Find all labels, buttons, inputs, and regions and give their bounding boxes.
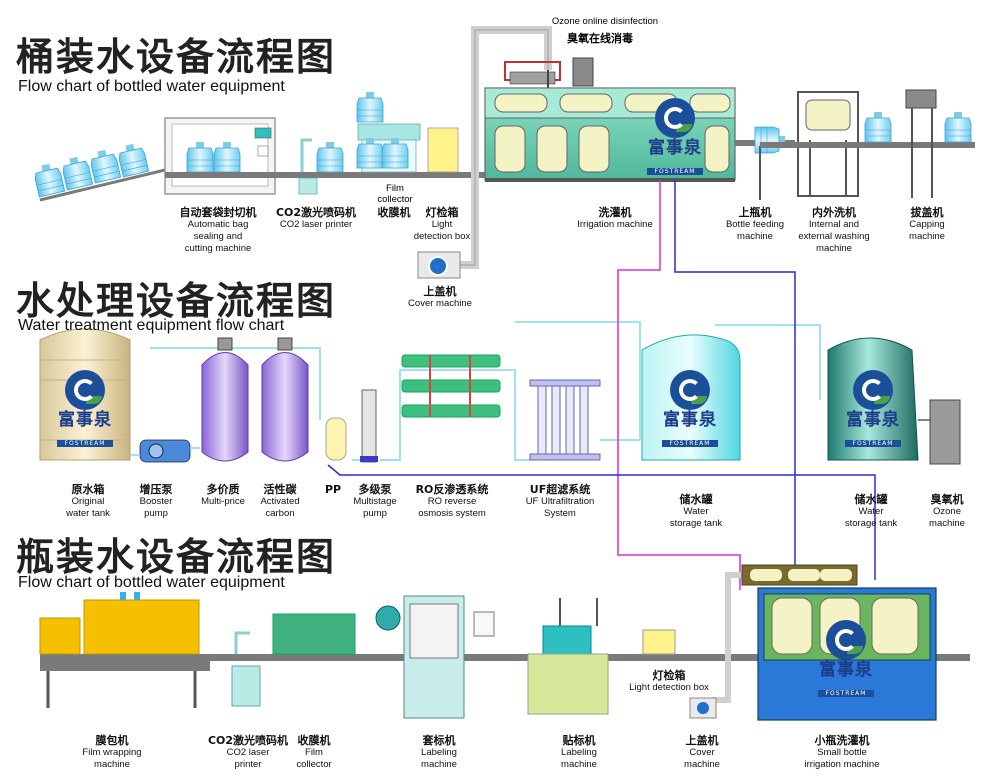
section-title-water-en: Water treatment equipment flow chart <box>18 317 285 334</box>
conveyor-barrel-1 <box>165 172 485 178</box>
brand-mark-icon <box>655 98 695 138</box>
label-multistage-pump: 多级泵 Multistage pump <box>353 483 397 520</box>
brand-mark-icon <box>670 370 710 410</box>
label-storage-tank-2: 储水罐 Water storage tank <box>844 493 898 530</box>
label-bottle-feeding: 上瓶机 Bottle feeding machine <box>725 206 785 243</box>
brand-mark-icon <box>65 370 105 410</box>
label-storage-tank-1: 储水罐 Water storage tank <box>669 493 723 530</box>
brand-name: 富事泉 <box>648 138 702 158</box>
label-sleeve-labeling: 套标机 Labeling machine <box>421 734 457 771</box>
label-film-collector: 收膜机 <box>377 206 411 219</box>
section-title-barrel-cn: 桶装水设备流程图 <box>16 35 337 79</box>
brand-name: 富事泉 <box>846 410 900 430</box>
brand-logo-storage-2: 富事泉 FOSTREAM <box>833 370 913 449</box>
ozone-disinfection-device <box>504 57 594 90</box>
irrigation-machine <box>484 87 736 182</box>
capping-machine <box>905 89 937 198</box>
label-activated-carbon: 活性碳 Activated carbon <box>260 483 300 520</box>
label-raw-water-tank: 原水箱 Original water tank <box>66 483 110 520</box>
brand-logo-storage-1: 富事泉 FOSTREAM <box>650 370 730 449</box>
section-title-barrel-en: Flow chart of bottled water equipment <box>18 78 285 95</box>
label-ozone-machine: 臭氧机 Ozone machine <box>929 493 965 530</box>
film-wrapping-machine <box>39 592 210 708</box>
label-co2-laser: CO2激光喷码机 CO2 laser printer <box>275 206 357 231</box>
label-ozone-online-en: Ozone online disinfection <box>551 16 659 27</box>
brand-logo-small-irrigation: 富事泉 FOSTREAM <box>806 620 886 699</box>
label-film-collector-top: Film collector <box>377 183 413 205</box>
multistage-pump <box>360 389 378 463</box>
ro-membranes <box>401 354 501 418</box>
section-title-bottle-cn: 瓶装水设备流程图 <box>16 535 337 579</box>
co2-laser-printer-station <box>298 138 318 195</box>
brand-sub: FOSTREAM <box>646 168 704 175</box>
labeling-machine <box>527 598 609 715</box>
incoming-bottles <box>32 141 166 202</box>
conveyor-barrel-2 <box>760 142 975 148</box>
pp-filter <box>325 417 347 461</box>
label-capping-machine: 拔盖机 Capping machine <box>909 206 945 243</box>
section-title-water-cn: 水处理设备流程图 <box>16 279 337 323</box>
brand-name: 富事泉 <box>58 410 112 430</box>
label-light-box: 灯检箱 Light detection box <box>413 206 471 243</box>
film-collector-bottle <box>272 613 356 655</box>
label-pp-filter: PP <box>324 483 342 496</box>
sleeve-labeling-machine <box>375 595 495 719</box>
brand-mark-icon <box>826 620 866 660</box>
brand-mark-icon <box>853 370 893 410</box>
process-lines <box>327 180 876 590</box>
brand-sub: FOSTREAM <box>817 690 875 697</box>
label-film-collector-bottle: 收膜机 Film collector <box>296 734 332 771</box>
label-film-wrapping: 膜包机 Film wrapping machine <box>82 734 142 771</box>
brand-logo-irrigation: 富事泉 FOSTREAM <box>635 98 715 177</box>
light-detection-box-bottle <box>642 629 676 655</box>
cover-machine-bottle <box>689 572 748 719</box>
label-cover-machine-bottle: 上盖机 Cover machine <box>684 734 720 771</box>
label-booster-pump: 增压泵 Booster pump <box>139 483 173 520</box>
label-multi-media: 多价质 Multi-price <box>201 483 245 508</box>
label-ozone-online-cn: 臭氧在线消毒 <box>567 32 633 45</box>
label-labeling-machine: 贴标机 Labeling machine <box>561 734 597 771</box>
label-uf-system: UF超滤系统 UF Ultrafiltration System <box>525 483 595 520</box>
label-small-bottle-irrigation: 小瓶洗灌机 Small bottle irrigation machine <box>804 734 880 771</box>
label-washing-machine: 内外洗机 Internal and external washing machi… <box>798 206 870 255</box>
ozone-machine <box>918 399 961 465</box>
co2-laser-station-bottle <box>231 631 261 707</box>
light-detection-box <box>427 127 459 173</box>
conveyor-bottle <box>40 654 970 661</box>
label-bag-sealer: 自动套袋封切机 Automatic bag sealing and cuttin… <box>179 206 257 255</box>
label-light-box-bottle: 灯检箱 Light detection box <box>629 669 709 694</box>
section-title-bottle-en: Flow chart of bottled water equipment <box>18 574 285 591</box>
label-irrigation-machine: 洗灌机 Irrigation machine <box>577 206 653 231</box>
label-ro-system: RO反渗透系统 RO reverse osmosis system <box>415 483 489 520</box>
activated-carbon-filter <box>261 337 309 462</box>
film-collector-station <box>316 91 421 173</box>
label-co2-laser-bottle: CO2激光喷码机 CO2 laser printer <box>207 734 289 771</box>
brand-name: 富事泉 <box>819 660 873 680</box>
cover-machine <box>417 251 461 279</box>
brand-sub: FOSTREAM <box>661 440 719 447</box>
bottle-feeding-machine <box>735 126 795 200</box>
label-cover-machine: 上盖机 Cover machine <box>408 285 472 310</box>
brand-name: 富事泉 <box>663 410 717 430</box>
brand-sub: FOSTREAM <box>56 440 114 447</box>
brand-logo-raw-tank: 富事泉 FOSTREAM <box>45 370 125 449</box>
booster-pump <box>139 439 191 463</box>
uf-modules <box>529 379 601 461</box>
brand-sub: FOSTREAM <box>844 440 902 447</box>
bag-sealer-machine <box>164 117 276 195</box>
multi-media-filter <box>201 337 249 462</box>
